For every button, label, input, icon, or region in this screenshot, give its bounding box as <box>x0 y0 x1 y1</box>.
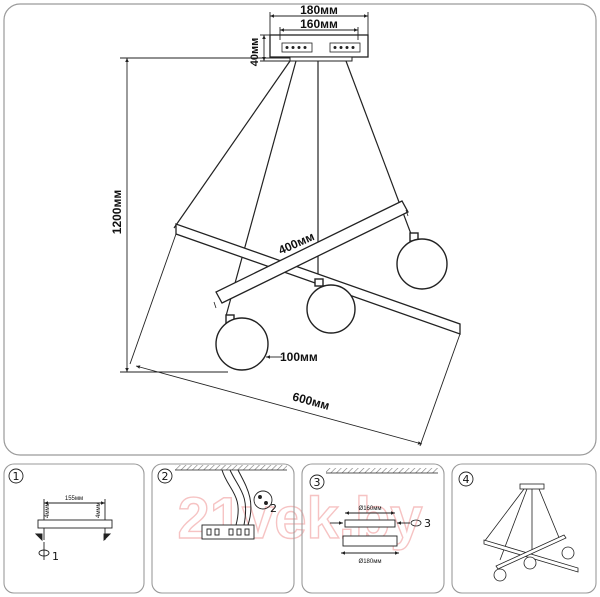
main-panel: 180мм 160мм 40мм 1200мм 400мм <box>3 3 597 456</box>
step-1-side-left: 4ммм <box>45 502 51 518</box>
ceiling-hatch <box>175 465 287 470</box>
shade-holder <box>314 278 324 287</box>
step-3-number: 3 <box>314 476 321 489</box>
ceiling-hatch <box>326 468 438 473</box>
step-3-dim-top: Ø160мм <box>359 506 382 512</box>
step-3-panel: 3 Ø160мм Ø180мм 3 <box>301 463 445 594</box>
dim-canopy-outer: 180мм <box>300 3 338 17</box>
step-1-side-right: 4ммм <box>96 502 102 518</box>
dim-shade-diameter: 100мм <box>280 350 318 364</box>
glass-shade-left <box>215 317 269 371</box>
step-2-number: 2 <box>162 470 169 483</box>
step-1-panel: 1 155мм 4ммм 4ммм 1 <box>3 463 145 594</box>
lamp-bar-cross <box>215 200 409 304</box>
rotate-icon <box>410 519 422 527</box>
wires <box>221 469 252 526</box>
ceiling-canopy <box>269 34 369 62</box>
dim-total-height: 1200мм <box>110 190 124 235</box>
glass-shade-middle <box>306 284 356 334</box>
step-4-badge <box>458 471 474 487</box>
step-2-badge <box>157 468 173 484</box>
step-3-dim-bottom: Ø180мм <box>359 559 382 565</box>
terminal-block <box>201 524 255 540</box>
overall-width-dimension <box>129 233 461 447</box>
step-2-panel: 2 2 <box>151 463 295 594</box>
step-4-number: 4 <box>463 473 470 486</box>
step-2-rotate-label: 2 <box>270 502 277 515</box>
rotate-icon <box>38 542 50 560</box>
step-3-rotate-label: 3 <box>424 517 431 530</box>
glass-shade-right <box>396 238 448 290</box>
bar-dimension <box>213 209 409 309</box>
dim-canopy-inner: 160мм <box>300 17 338 31</box>
main-panel-frame <box>3 3 597 456</box>
step-3-badge <box>309 474 325 490</box>
canopy-dimensions <box>260 12 369 62</box>
dim-canopy-height: 40мм <box>249 38 261 67</box>
step-1-rotate-label: 1 <box>52 550 59 563</box>
step-4-panel: 4 <box>451 463 597 594</box>
step-1-dim: 155мм <box>65 496 83 502</box>
step-1-number: 1 <box>13 470 20 483</box>
lamp-miniature <box>483 483 579 582</box>
glass-shades <box>215 232 448 371</box>
step-1-badge <box>8 468 24 484</box>
connector-detail <box>253 490 273 510</box>
